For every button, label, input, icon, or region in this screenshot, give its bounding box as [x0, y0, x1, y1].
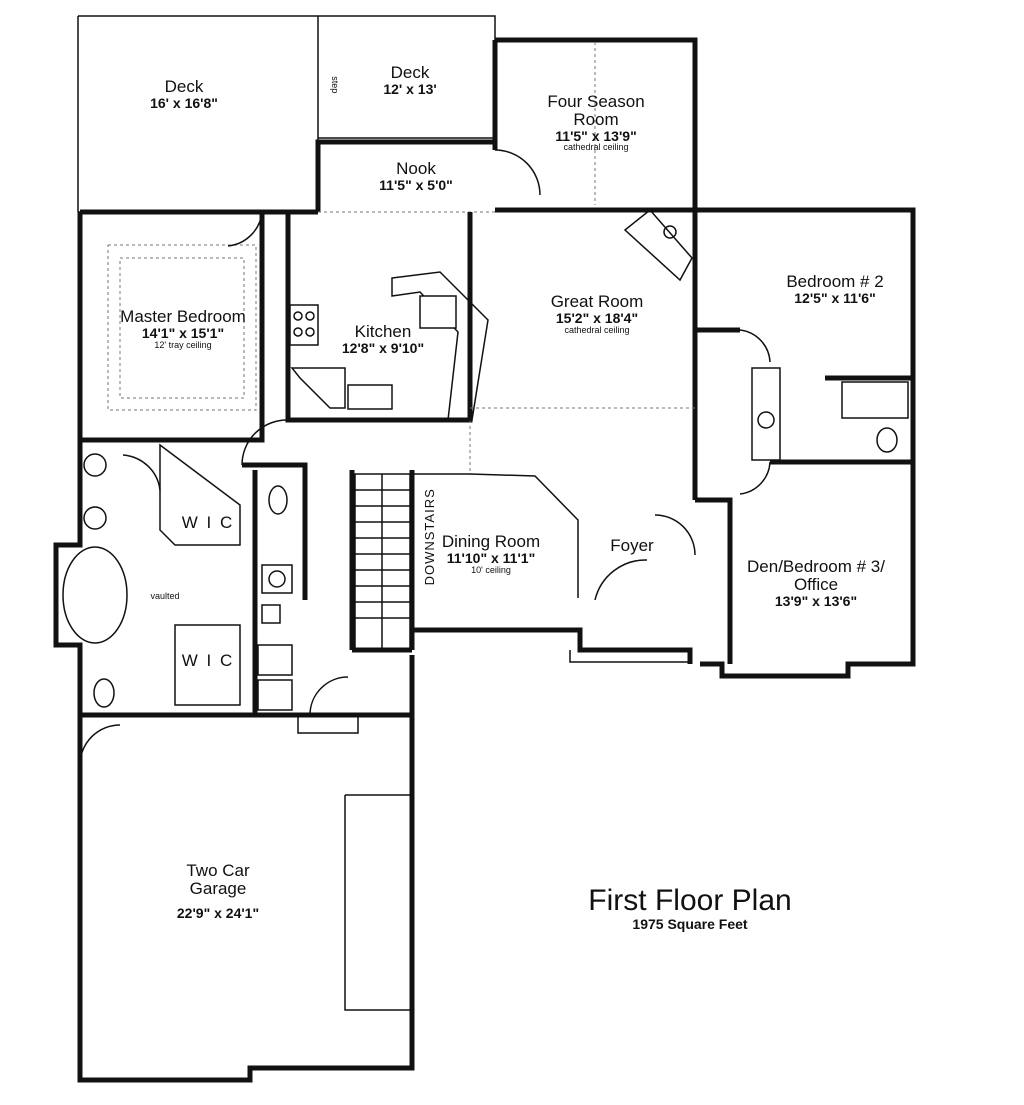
bedroom-2-dims: 12'5" x 11'6" — [794, 289, 876, 306]
ceiling-lines — [107, 244, 695, 598]
master-bedroom-name: Master Bedroom — [120, 307, 246, 326]
deck-left-label: Deck 16' x 16'8" — [150, 78, 218, 111]
dining-room-name: Dining Room — [441, 532, 541, 551]
garage-name-2: Garage — [189, 878, 247, 898]
deck-left-name: Deck — [164, 77, 204, 96]
dining-room-dims: 11'10" x 11'1" — [446, 549, 536, 566]
plan-subtitle: 1975 Square Feet — [632, 915, 748, 932]
deck-center-label: Deck 12' x 13' — [383, 64, 436, 97]
master-bedroom-note: 12' tray ceiling — [154, 339, 212, 350]
four-season-note: cathedral ceiling — [563, 142, 629, 153]
great-room-dims: 15'2" x 18'4" — [555, 309, 639, 326]
door-swings — [79, 211, 771, 766]
plan-title: First Floor Plan — [588, 884, 792, 917]
interior-walls — [80, 210, 913, 718]
garage-label: Two Car Garage 22'9" x 24'1" — [177, 862, 259, 920]
garage-name-1: Two Car — [186, 861, 250, 880]
four-season-name-2: Room — [573, 109, 619, 129]
foyer-label: Foyer — [610, 536, 654, 555]
deck-left-dims: 16' x 16'8" — [150, 94, 218, 111]
great-room-name: Great Room — [550, 292, 644, 311]
four-season-name-1: Four Season — [547, 92, 645, 111]
nook-walls — [315, 139, 495, 213]
nook-label: Nook 11'5" x 5'0" — [379, 160, 453, 193]
plan-title-block: First Floor Plan 1975 Square Feet — [588, 885, 791, 931]
stairs — [354, 473, 411, 650]
exterior-walls — [53, 207, 916, 1083]
great-room-note: cathedral ceiling — [564, 324, 630, 335]
den-name-2: Office — [793, 574, 839, 594]
deck-center-name: Deck — [390, 63, 430, 82]
step-label: step — [330, 76, 341, 94]
den-dims: 13'9" x 13'6" — [774, 592, 858, 609]
four-season-label: Four Season Room 11'5" x 13'9" cathedral… — [547, 93, 644, 153]
wic-bottom-label: W I C — [181, 651, 235, 670]
bedroom-2-name: Bedroom # 2 — [786, 272, 884, 291]
kitchen-fixtures — [289, 208, 693, 421]
master-bedroom-dims: 14'1" x 15'1" — [141, 324, 225, 341]
garage-dims: 22'9" x 24'1" — [176, 904, 260, 921]
dining-room-label: Dining Room 11'10" x 11'1" 10' ceiling — [442, 533, 540, 575]
kitchen-label: Kitchen 12'8" x 9'10" — [342, 323, 424, 356]
dining-room-note: 10' ceiling — [471, 564, 511, 575]
bath-fixtures — [62, 367, 909, 711]
den-label: Den/Bedroom # 3/ Office 13'9" x 13'6" — [747, 558, 885, 608]
den-name-1: Den/Bedroom # 3/ — [747, 557, 885, 576]
downstairs-label: DOWNSTAIRS — [421, 488, 437, 586]
great-room-label: Great Room 15'2" x 18'4" cathedral ceili… — [551, 293, 644, 335]
four-season-dims: 11'5" x 13'9" — [555, 127, 637, 144]
four-season-room-walls — [492, 37, 698, 210]
nook-dims: 11'5" x 5'0" — [379, 176, 453, 193]
master-bedroom-label: Master Bedroom 14'1" x 15'1" 12' tray ce… — [120, 308, 246, 350]
kitchen-dims: 12'8" x 9'10" — [341, 339, 425, 356]
porch — [297, 650, 690, 734]
kitchen-name: Kitchen — [354, 322, 412, 341]
wic-top-label: W I C — [181, 513, 235, 532]
nook-name: Nook — [396, 159, 436, 178]
vaulted-label: vaulted — [150, 591, 180, 601]
bedroom-2-label: Bedroom # 2 12'5" x 11'6" — [786, 273, 883, 306]
deck-center-dims: 12' x 13' — [383, 80, 437, 97]
